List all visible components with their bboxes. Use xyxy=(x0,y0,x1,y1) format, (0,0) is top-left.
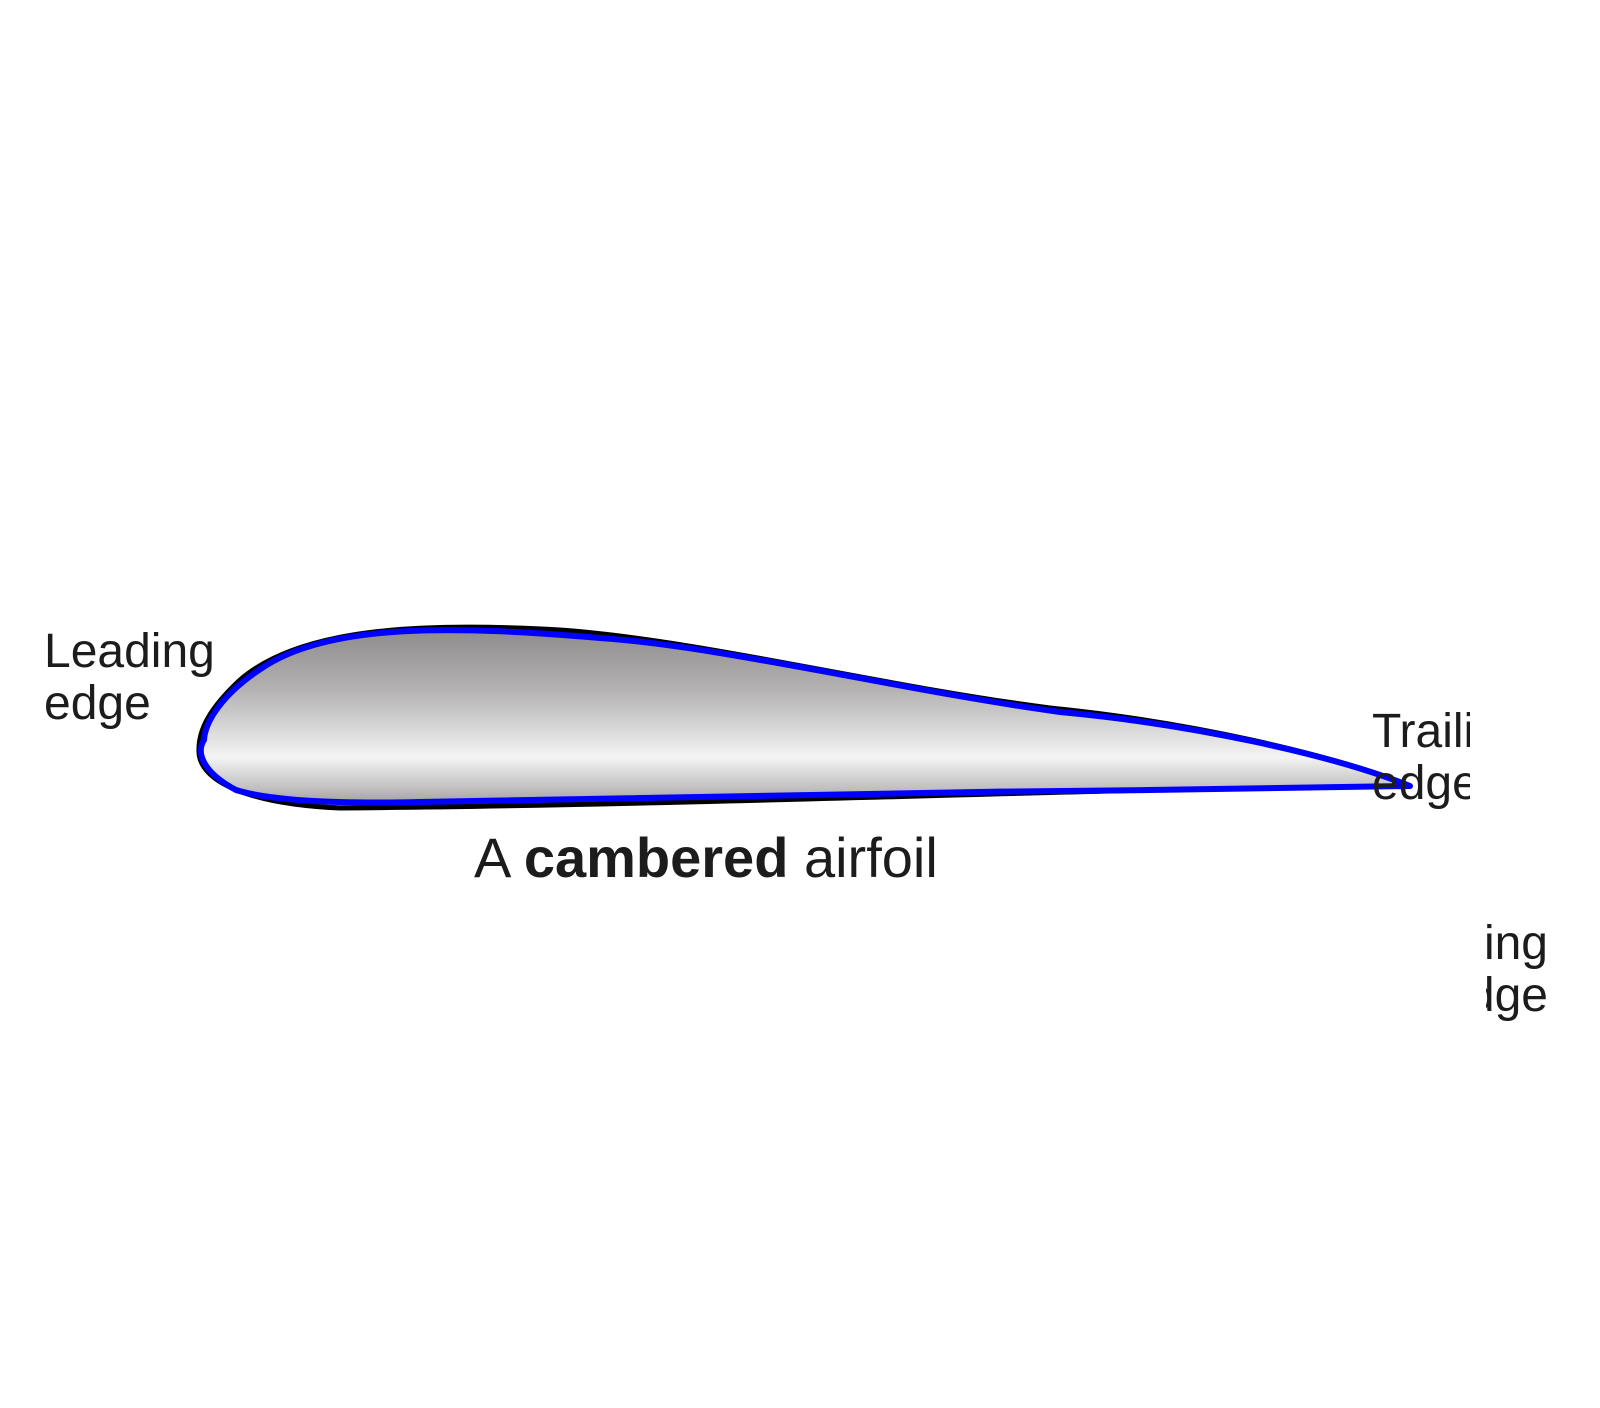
trailing-edge-label: Trailing edge xyxy=(1372,706,1470,852)
trailing-edge-label-line1: Trailing xyxy=(1372,706,1470,758)
trailing-edge-fragment-line2: edge xyxy=(1486,969,1548,1022)
trailing-edge-fragment-text: Trailing edge xyxy=(1486,918,1548,1022)
caption-bold-word: cambered xyxy=(523,826,789,889)
leading-edge-label-line2: edge xyxy=(44,677,151,730)
airfoil-original-outline xyxy=(196,624,1411,811)
caption-prefix: A xyxy=(474,826,524,889)
trailing-edge-label-fragment: Trailing edge xyxy=(1486,918,1548,1022)
diagram-caption: A cambered airfoil xyxy=(474,826,938,890)
leading-edge-label-line1: Leading xyxy=(44,625,215,678)
caption-suffix: airfoil xyxy=(788,826,938,889)
trailing-edge-fragment-line1: Trailing xyxy=(1486,918,1548,970)
trailing-edge-label-line2: edge xyxy=(1372,757,1470,810)
leading-edge-label: Leading edge xyxy=(44,626,215,730)
airfoil-outline-overlay xyxy=(197,627,1413,806)
